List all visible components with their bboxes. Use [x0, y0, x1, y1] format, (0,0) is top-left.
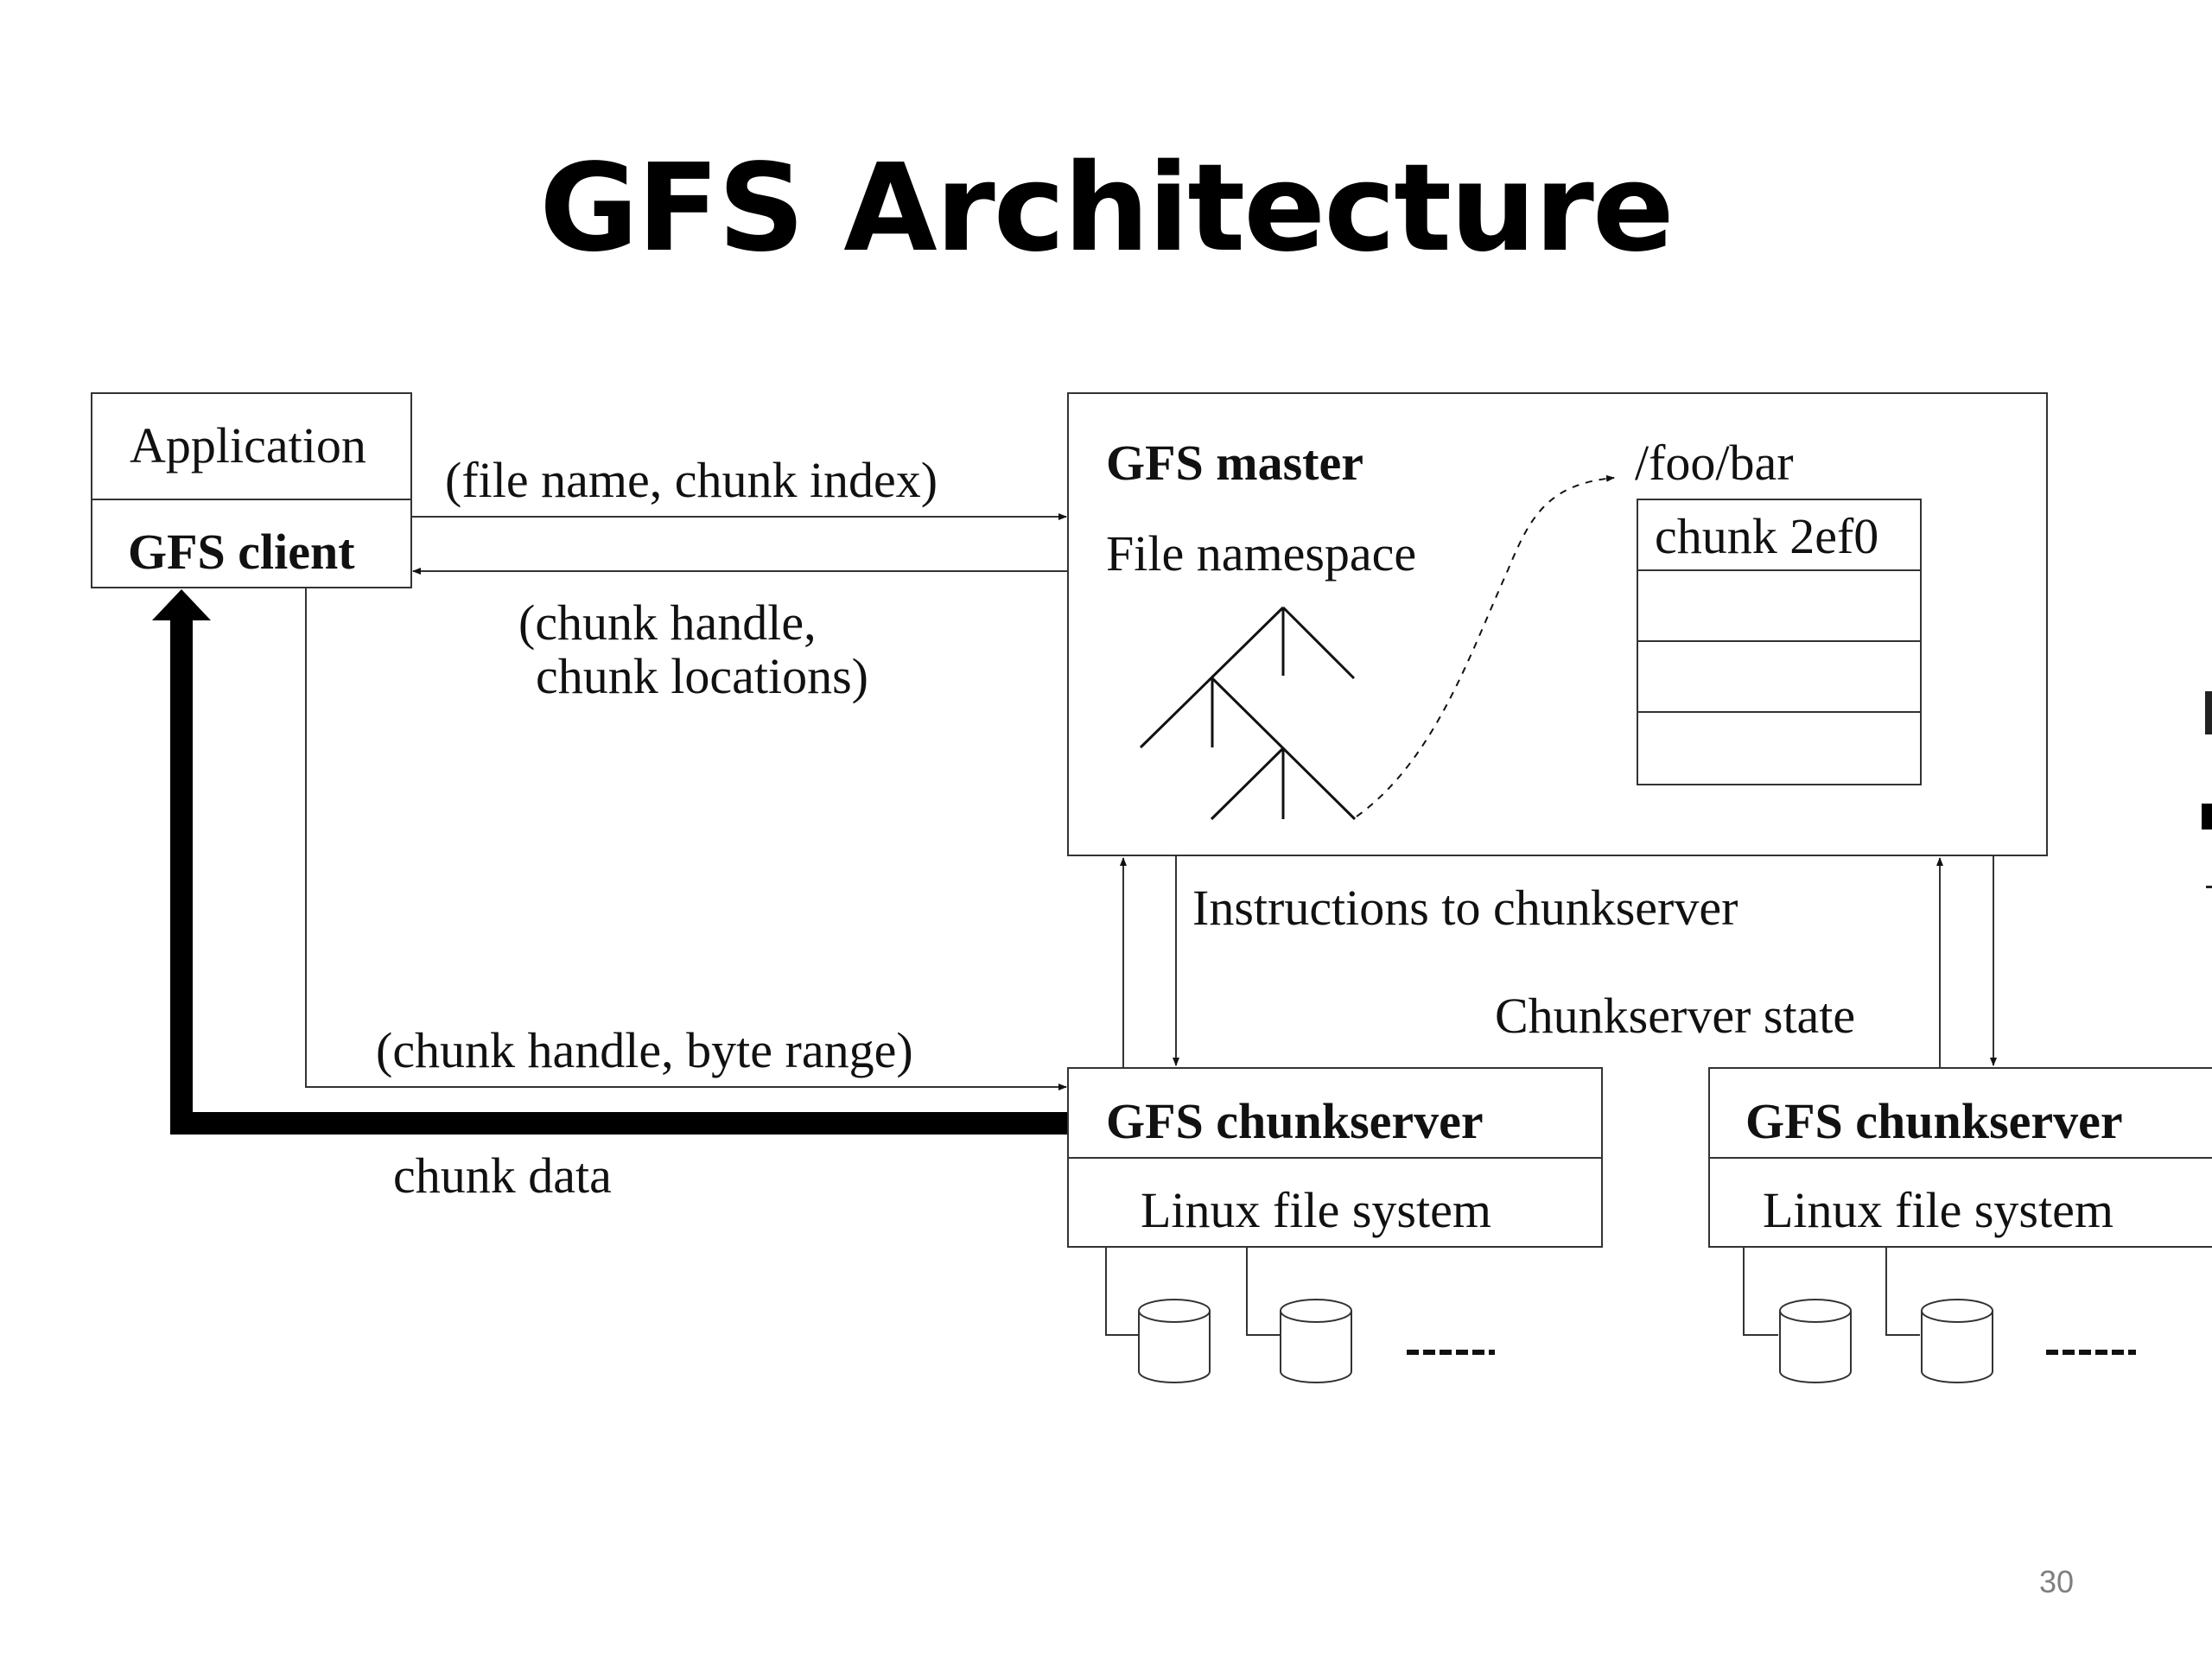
file-path-label: /foo/bar: [1635, 435, 1794, 491]
gfs-master-title: GFS master: [1106, 435, 1363, 491]
slide-title: GFS Architecture: [539, 138, 1675, 279]
instructions-label: Instructions to chunkserver: [1192, 880, 1738, 936]
chunk-table: chunk 2ef0: [1637, 499, 1922, 785]
chunk-data-arrowhead: [152, 589, 211, 620]
gfs-client-label: GFS client: [128, 524, 355, 580]
slide-number: 30: [2039, 1564, 2075, 1599]
chunkserver-box-2: GFS chunkserver Linux file system: [1708, 1067, 2212, 1248]
chunk-id-label: chunk 2ef0: [1655, 508, 1878, 564]
data-request-label: (chunk handle, byte range): [376, 1022, 913, 1078]
data-request-arrow: [305, 588, 1067, 1090]
chunk-data-label: chunk data: [393, 1147, 612, 1204]
chunkserver-1-title: GFS chunkserver: [1106, 1093, 1484, 1149]
chunkserver-state-label: Chunkserver state: [1495, 988, 1855, 1044]
disk-icon: [1779, 1299, 1852, 1383]
namespace-tree-icon: [1139, 606, 1357, 821]
chunkserver-2-fs-label: Linux file system: [1763, 1182, 2113, 1238]
chunkserver-2-disks: [1743, 1247, 2136, 1383]
disk-icon: [1138, 1299, 1211, 1383]
cropped-edge-fragments: [2202, 691, 2212, 888]
application-box: Application GFS client: [91, 392, 412, 588]
gfs-master-box: GFS master File namespace /foo/bar chunk…: [1067, 392, 2048, 856]
file-namespace-label: File namespace: [1106, 525, 1416, 582]
reply-label-line1: (chunk handle,: [518, 594, 817, 651]
chunkserver-1-disks: [1105, 1247, 1495, 1383]
chunkserver-box-1: GFS chunkserver Linux file system: [1067, 1067, 1603, 1248]
reply-label-line2: chunk locations): [536, 648, 868, 704]
disk-icon: [1921, 1299, 1993, 1383]
application-label: Application: [130, 417, 366, 474]
chunkserver-2-title: GFS chunkserver: [1745, 1093, 2123, 1149]
chunkserver-1-fs-label: Linux file system: [1141, 1182, 1491, 1238]
request-label: (file name, chunk index): [445, 452, 938, 508]
chunk-data-arrow: [170, 615, 1068, 1135]
disk-icon: [1280, 1299, 1352, 1383]
